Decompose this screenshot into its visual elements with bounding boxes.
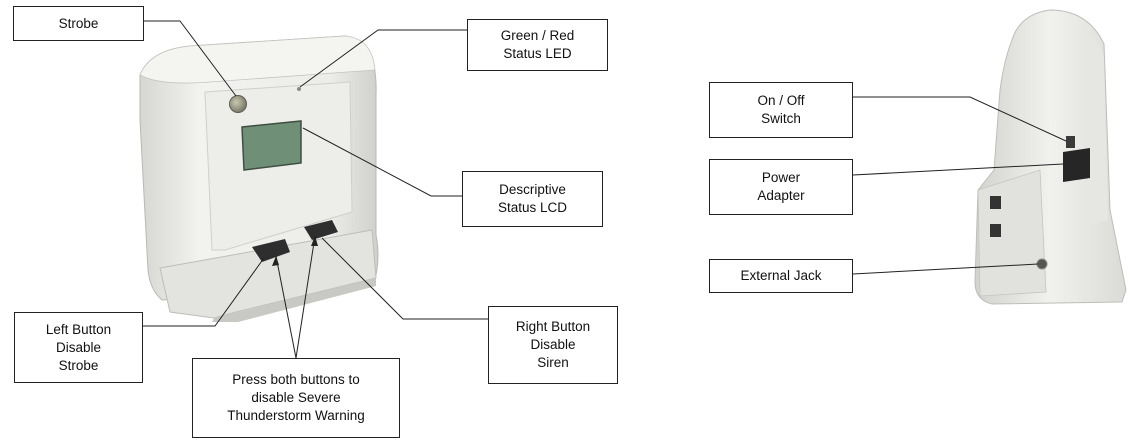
callout-status-lcd: Descriptive Status LCD — [462, 171, 603, 227]
leader-line-right-button — [321, 237, 488, 320]
callout-on-off-switch: On / Off Switch — [709, 82, 853, 138]
callout-right-button: Right Button Disable Siren — [488, 306, 618, 384]
leader-line-strobe — [144, 20, 237, 97]
side-vent-lower — [990, 224, 1001, 237]
callout-status-led: Green / Red Status LED — [467, 19, 608, 71]
callout-status-lcd-text: Descriptive Status LCD — [497, 182, 568, 215]
callout-left-button-text: Left Button Disable Strobe — [45, 321, 112, 373]
arrowhead-left-button — [272, 256, 279, 266]
device-front-view — [139, 35, 379, 322]
callout-right-button-text: Right Button Disable Siren — [515, 319, 591, 370]
leader-line-on-off — [853, 96, 1067, 142]
leader-line-lcd — [302, 127, 462, 197]
power-adapter-port — [1063, 148, 1090, 182]
device-front-top — [139, 35, 376, 84]
on-off-switch — [1066, 136, 1075, 148]
leader-line-both-2 — [295, 235, 316, 359]
callout-external-jack: External Jack — [709, 259, 853, 293]
callout-external-jack-text: External Jack — [740, 268, 822, 283]
callout-power-adapter-text: Power Adapter — [757, 170, 805, 203]
side-vent-upper — [990, 196, 1001, 209]
left-button — [252, 239, 290, 262]
callout-left-button: Left Button Disable Strobe — [14, 312, 143, 383]
callout-strobe: Strobe — [13, 6, 144, 41]
leader-lines — [143, 20, 1067, 359]
device-side-panel — [977, 169, 1047, 297]
callout-status-led-text: Green / Red Status LED — [500, 28, 575, 61]
callout-strobe-text: Strobe — [58, 15, 99, 31]
external-jack — [1036, 258, 1048, 270]
device-side-view — [974, 9, 1127, 305]
strobe-light — [229, 95, 247, 113]
device-side-rib — [1080, 30, 1108, 225]
lcd-screen — [241, 120, 302, 171]
callout-both-buttons-text: Press both buttons to disable Severe Thu… — [227, 372, 365, 423]
device-front-base — [159, 229, 377, 319]
leader-line-left-button — [143, 257, 265, 327]
callout-on-off-switch-text: On / Off Switch — [757, 93, 805, 126]
status-led — [297, 87, 301, 91]
leader-line-power — [852, 163, 1064, 176]
right-button — [304, 220, 338, 240]
arrowheads — [272, 236, 318, 266]
leader-line-led — [299, 29, 467, 88]
arrowhead-right-button — [311, 236, 318, 246]
leader-line-jack — [852, 263, 1039, 275]
callout-both-buttons: Press both buttons to disable Severe Thu… — [192, 358, 400, 438]
device-front-base-shadow — [212, 278, 376, 322]
callout-power-adapter: Power Adapter — [709, 159, 853, 215]
leader-line-both-1 — [275, 255, 297, 359]
